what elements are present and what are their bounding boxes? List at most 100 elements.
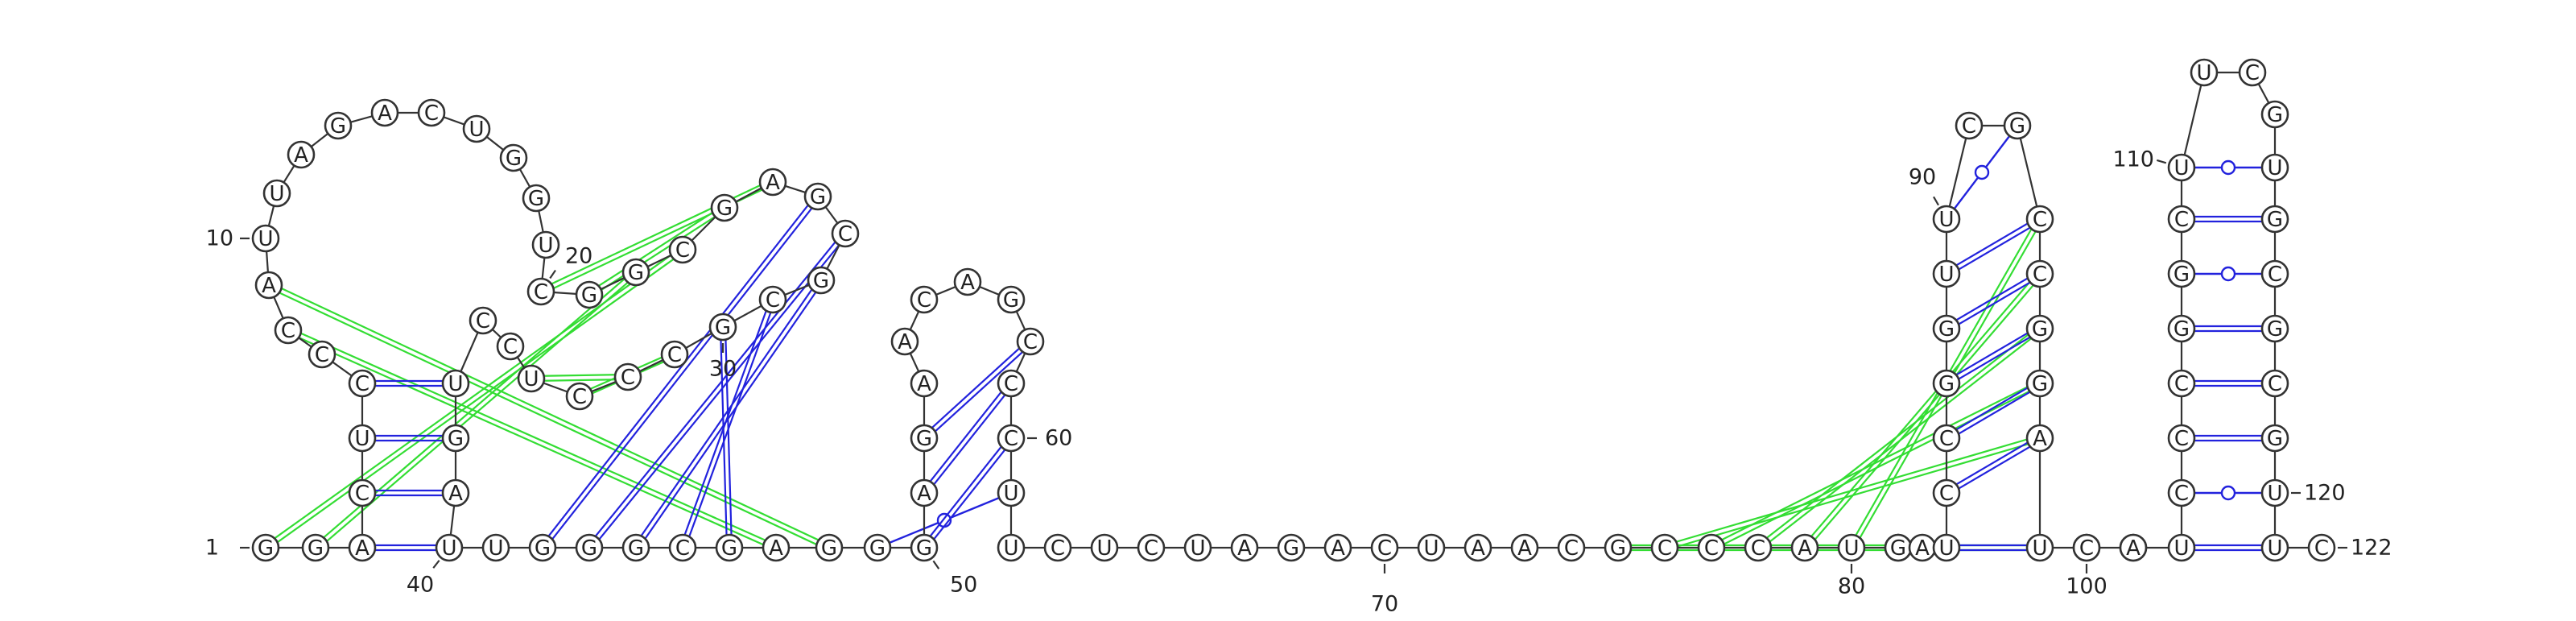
nucleotide-letter: C [2033,208,2047,232]
nucleotide-88: G [1932,314,1961,343]
nucleotide-circle [1932,424,1961,453]
nucleotide-letter: G [716,197,733,221]
nucleotide-letter: C [2079,536,2094,561]
nucleotide-circle [1650,533,1679,562]
nucleotide-67: A [1230,533,1259,562]
nucleotide-circle [1137,533,1166,562]
nucleotide-circle [1932,478,1961,507]
nucleotide-121: U [2260,533,2289,562]
nucleotide-109: C [2167,205,2196,234]
nucleotide-letter: A [2126,536,2140,561]
nucleotide-21: G [575,280,604,309]
pseudoknot-line [267,286,829,551]
position-label-100: 100 [2066,574,2107,599]
nucleotide-letter: C [1051,536,1065,561]
position-label-70: 70 [1371,592,1398,617]
nucleotide-circle [287,140,316,169]
nucleotide-circle [1790,533,1819,562]
label-tick [549,269,556,279]
nucleotide-122: C [2307,533,2336,562]
position-label-60: 60 [1045,426,1072,451]
nucleotide-letter: C [2268,372,2282,396]
nucleotide-52: G [910,424,939,453]
nucleotide-letter: A [917,482,931,506]
pseudoknot-line [288,327,778,547]
pseudoknot-line [1802,271,2039,547]
nucleotide-circle [910,369,939,398]
nucleotide-letter: G [448,427,464,451]
nucleotide-87: G [1932,369,1961,398]
nucleotide-circle [2167,424,2196,453]
nucleotide-circle [863,533,892,562]
nucleotide-circle [301,533,330,562]
nucleotide-circle [1837,533,1866,562]
nucleotide-letter: A [2033,427,2047,451]
nucleotide-42: G [528,533,557,562]
nucleotide-circle [441,424,470,453]
wc-pair-line [921,381,1010,492]
nucleotide-circle [660,340,689,369]
nucleotide-circle [441,478,470,507]
nucleotide-circle [1090,533,1119,562]
nucleotide-19: U [531,230,560,259]
nucleotide-letter: A [378,101,392,126]
nucleotide-14: A [370,98,399,127]
nucleotide-circle [621,533,650,562]
label-tick [432,560,440,569]
nucleotide-circle [668,235,697,264]
nucleotide-circle [2260,424,2289,453]
wc-pair-line [539,194,817,547]
nucleotide-letter: U [2032,536,2047,561]
nucleotide-33: C [565,382,594,411]
nucleotide-91: C [1955,111,1984,140]
nucleotide-circle [1277,533,1306,562]
nucleotide-circle [2260,369,2289,398]
nucleotide-112: C [2238,58,2267,87]
nucleotide-29: C [758,285,787,314]
nucleotide-letter: U [448,372,463,396]
nucleotide-circle [758,168,787,197]
nucleotide-letter: U [269,182,284,206]
nucleotide-circle [910,533,939,562]
wc-pair-line [586,231,844,547]
nucleotide-69: A [1323,533,1352,562]
nucleotide-96: G [2025,369,2054,398]
wc-pair-line [1946,384,2042,441]
nucleotide-85: C [1932,478,1961,507]
nucleotide-115: G [2260,205,2289,234]
wc-pair-line [1946,220,2042,277]
nucleotide-60: C [997,424,1026,453]
nucleotide-51: A [910,478,939,507]
nucleotide-letter: C [503,335,518,359]
nucleotide-letter: U [1423,536,1439,561]
label-tick [1933,196,1939,206]
nucleotide-95: G [2025,314,2054,343]
nucleotide-circle [1604,533,1633,562]
nucleotide-78: C [1744,533,1773,562]
nucleotide-20: C [526,277,555,306]
nucleotide-letter: C [838,222,852,246]
nucleotide-84: U [1932,533,1961,562]
nucleotide-circle [2260,533,2289,562]
nucleotide-2: G [301,533,330,562]
nucleotide-letter: A [769,536,783,561]
nucleotide-75: G [1604,533,1633,562]
backbone [264,71,2322,549]
nucleotide-38: G [441,424,470,453]
nucleotide-letter: C [917,288,931,313]
nucleotide-circle [621,258,650,287]
nucleotide-circle [348,533,377,562]
nucleotide-63: C [1043,533,1072,562]
nucleotide-letter: U [258,227,273,251]
nucleotide-circle [496,332,525,361]
wc-pair-line [1946,439,2042,496]
nucleotide-77: C [1697,533,1726,562]
nucleotide-circle [2190,58,2219,87]
wc-pair-line [1944,325,2040,383]
nucleotide-17: G [499,143,528,172]
nucleotide-12: A [287,140,316,169]
nucleotide-letter: A [1331,536,1345,561]
nucleotide-letter: G [2032,372,2048,396]
nucleotide-58: C [1016,327,1045,356]
